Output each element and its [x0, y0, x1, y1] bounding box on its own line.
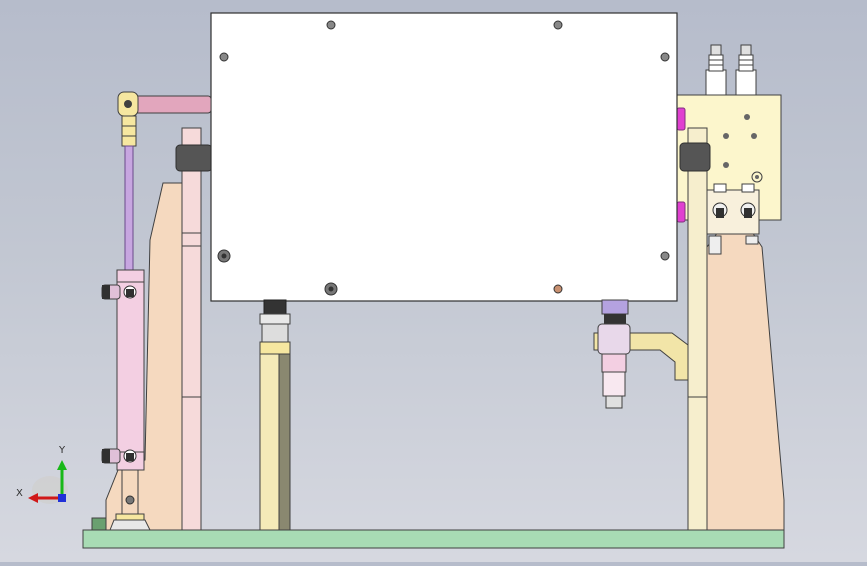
block-hole	[744, 114, 750, 120]
bolt-icon	[219, 52, 229, 62]
block-hole	[723, 133, 729, 139]
y-axis-label: Y	[58, 445, 66, 456]
block-hole	[751, 133, 757, 139]
bolt-icon	[553, 284, 563, 294]
base-plate[interactable]	[82, 529, 785, 549]
right-upright-plate[interactable]	[687, 127, 708, 531]
rod-joint[interactable]	[121, 115, 137, 147]
bolt-icon	[326, 20, 336, 30]
main-fixture-plate[interactable]	[210, 12, 678, 302]
right-pivot-bushing[interactable]	[679, 142, 711, 172]
left-small-block	[91, 517, 107, 531]
lever-arm[interactable]	[129, 95, 212, 114]
air-fitting-right[interactable]	[735, 44, 757, 96]
center-support-post[interactable]	[259, 299, 291, 531]
plate-bolts	[217, 20, 670, 296]
bolt-icon	[553, 20, 563, 30]
coordinate-triad[interactable]: X Y	[16, 445, 68, 504]
bolt-icon	[660, 52, 670, 62]
cylinder-mount[interactable]	[109, 469, 151, 531]
sensor-block[interactable]	[706, 183, 760, 255]
air-cylinder-body[interactable]	[116, 269, 145, 471]
bolt-icon	[660, 251, 670, 261]
piston-rod[interactable]	[124, 145, 134, 272]
left-upright-plate[interactable]	[181, 127, 202, 531]
x-axis-label: X	[16, 488, 23, 499]
clamp-bracket[interactable]	[593, 299, 689, 409]
block-hole	[723, 162, 729, 168]
left-pivot-bushing[interactable]	[175, 144, 213, 172]
magenta-stop-lower[interactable]	[676, 201, 686, 223]
air-fitting-left[interactable]	[705, 44, 727, 96]
magenta-stop-upper[interactable]	[676, 107, 686, 131]
z-axis-marker	[58, 494, 66, 502]
right-support-bracket[interactable]	[706, 231, 785, 531]
